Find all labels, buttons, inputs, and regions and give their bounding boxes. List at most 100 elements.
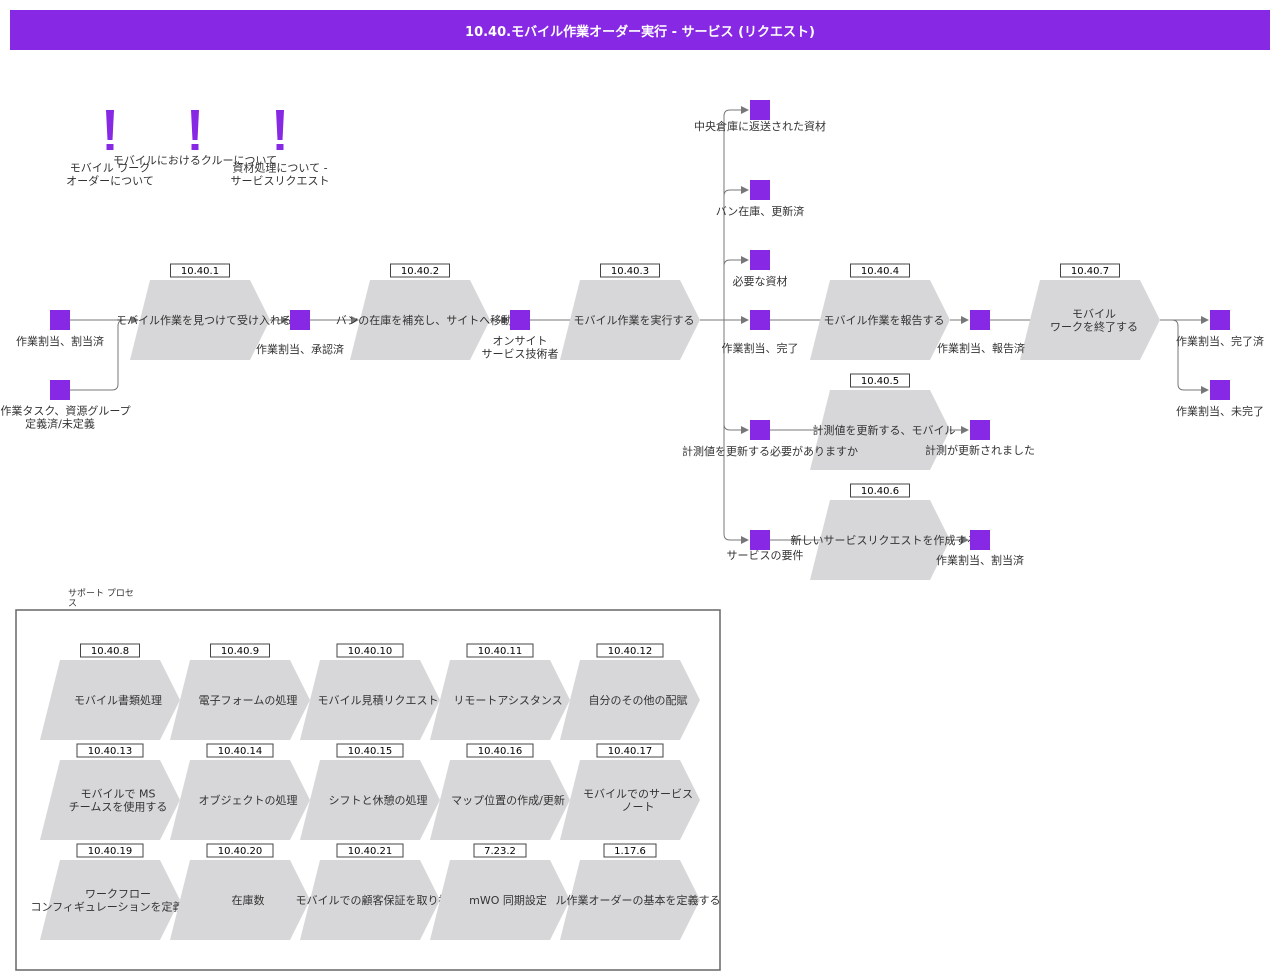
event-label: ル作業タスク、資源グループ xyxy=(0,403,131,417)
event-square[interactable] xyxy=(750,310,770,330)
info-icon-i2[interactable]: モバイルにおけるクルーについて xyxy=(113,110,277,167)
event-square[interactable] xyxy=(750,180,770,200)
event-e12[interactable]: 計測が更新されました xyxy=(925,420,1035,457)
process-number: 10.40.9 xyxy=(221,646,259,657)
event-e6[interactable]: バン在庫、更新済 xyxy=(716,180,805,218)
event-e11[interactable]: 作業割当、報告済 xyxy=(937,310,1025,355)
support-process-shape[interactable] xyxy=(40,760,180,840)
event-square[interactable] xyxy=(750,420,770,440)
event-square[interactable] xyxy=(970,530,990,550)
event-square[interactable] xyxy=(750,250,770,270)
support-process-shape[interactable] xyxy=(40,660,180,740)
process-label: バンの在庫を補充し、サイトへ移動 xyxy=(336,313,513,327)
process-shape[interactable] xyxy=(810,390,950,470)
support-process-shape[interactable] xyxy=(40,860,180,940)
event-square[interactable] xyxy=(50,380,70,400)
support-process-shape[interactable] xyxy=(560,860,700,940)
info-icon-i3[interactable]: 資材処理について -サービスリクエスト xyxy=(231,110,330,187)
process-number: 10.40.21 xyxy=(348,846,393,857)
event-e15[interactable]: 作業割当、未完了 xyxy=(1176,380,1264,418)
support-process-shape[interactable] xyxy=(170,860,310,940)
event-e1[interactable]: 作業割当、割当済 xyxy=(16,310,104,348)
support-process-shape[interactable] xyxy=(170,660,310,740)
support-process-shape[interactable] xyxy=(560,660,700,740)
support-process-shape[interactable] xyxy=(170,760,310,840)
info-label: 資材処理について - xyxy=(232,160,327,174)
process-shape[interactable] xyxy=(130,280,270,360)
event-e3[interactable]: 作業割当、承認済 xyxy=(256,310,344,356)
connector-line xyxy=(723,256,749,267)
support-process-shape[interactable] xyxy=(430,760,570,840)
exclamation-icon[interactable] xyxy=(106,110,114,140)
support-process-10-40-11[interactable]: 10.40.11 リモートアシスタンス xyxy=(430,643,570,740)
process-shape[interactable] xyxy=(810,280,950,360)
process-shape[interactable] xyxy=(350,280,490,360)
support-process-area: サポート プロセス10.40.8モバイル書類処理10.40.9電子フォームの処理… xyxy=(15,588,721,971)
exclamation-icon[interactable] xyxy=(191,110,199,140)
event-square[interactable] xyxy=(1210,380,1230,400)
process-shape[interactable] xyxy=(810,500,950,580)
event-square[interactable] xyxy=(750,530,770,550)
event-e7[interactable]: 必要な資材 xyxy=(733,250,788,288)
process-number-badge xyxy=(466,743,534,758)
support-process-shape[interactable] xyxy=(430,660,570,740)
exclamation-icon[interactable] xyxy=(276,110,284,140)
support-process-shape[interactable] xyxy=(430,860,570,940)
process-number: 10.40.11 xyxy=(478,646,523,657)
event-square[interactable] xyxy=(970,310,990,330)
process-shape[interactable] xyxy=(560,280,700,360)
event-e13[interactable]: 作業割当、割当済 xyxy=(936,530,1024,567)
process-number: 10.40.14 xyxy=(218,746,263,757)
support-process-label: コンフィギュレーションを定義する xyxy=(30,899,205,913)
support-process-shape[interactable] xyxy=(560,760,700,840)
event-e9[interactable]: 計測値を更新する必要がありますか xyxy=(682,420,858,458)
support-process-label: リモートアシスタンス xyxy=(453,694,562,707)
process-number-badge xyxy=(596,643,664,658)
event-e10[interactable]: サービスの要件 xyxy=(727,530,804,562)
process-number-badge xyxy=(473,843,527,858)
process-shape[interactable] xyxy=(1020,280,1160,360)
event-label: サービスの要件 xyxy=(727,549,804,562)
event-square[interactable] xyxy=(750,100,770,120)
event-e14[interactable]: 作業割当、完了済 xyxy=(1176,310,1264,348)
event-label: 必要な資材 xyxy=(733,274,788,288)
support-process-shape[interactable] xyxy=(300,760,440,840)
event-square[interactable] xyxy=(50,310,70,330)
support-process-shape[interactable] xyxy=(300,660,440,740)
support-process-label: モバイルでのサービス xyxy=(583,787,693,800)
event-square[interactable] xyxy=(290,310,310,330)
event-square[interactable] xyxy=(510,310,530,330)
event-square[interactable] xyxy=(970,420,990,440)
process-number: 10.40.5 xyxy=(861,376,899,387)
process-number-badge xyxy=(596,743,664,758)
event-e8[interactable]: 作業割当、完了 xyxy=(722,310,799,355)
support-process-shape[interactable] xyxy=(300,860,440,940)
event-square[interactable] xyxy=(1210,310,1230,330)
event-e5[interactable]: 中央倉庫に返送された資材 xyxy=(694,100,826,133)
